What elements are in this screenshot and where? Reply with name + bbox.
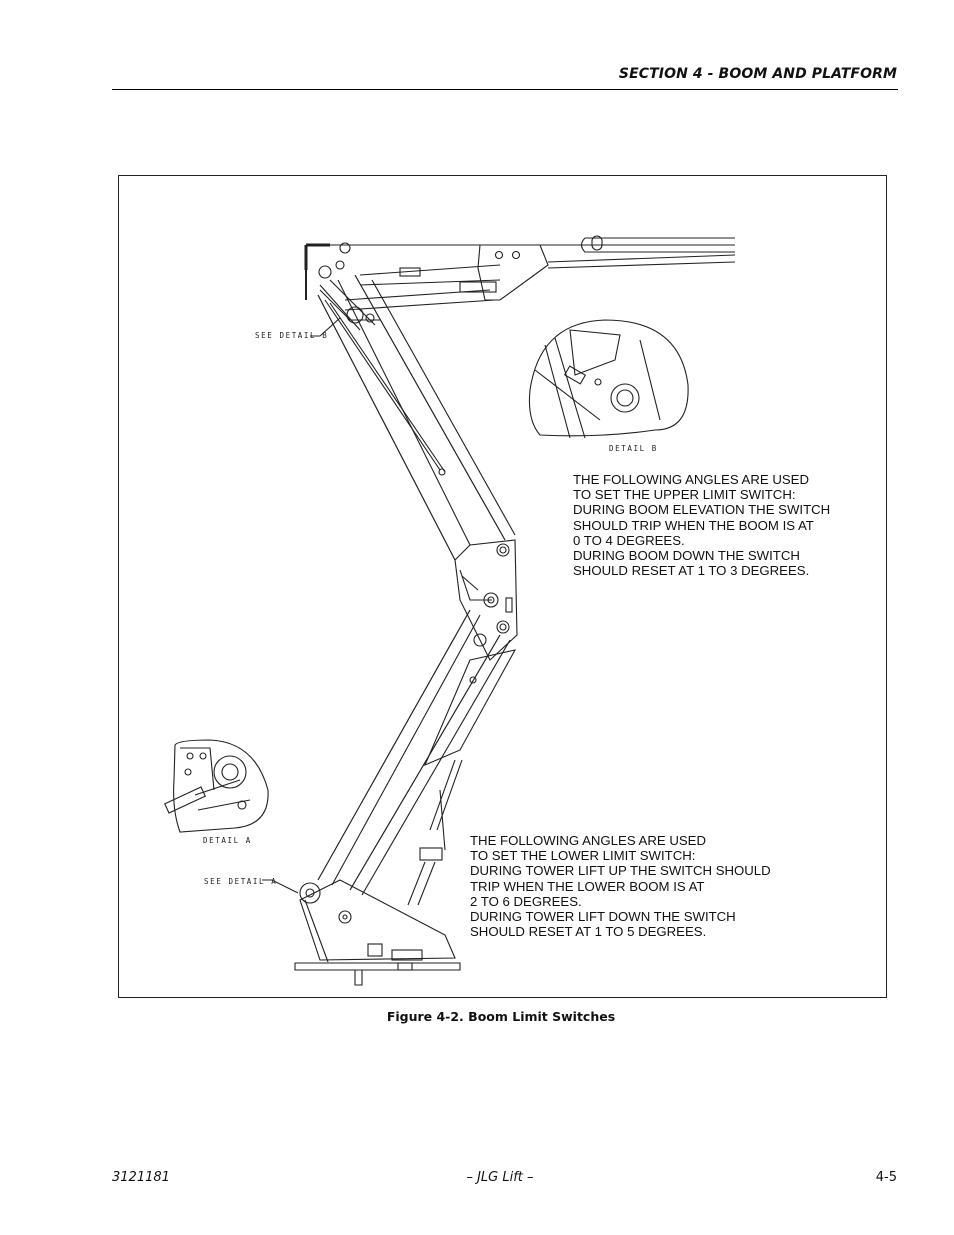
note-line: SHOULD RESET AT 1 TO 5 DEGREES. — [470, 924, 707, 940]
note-line: TO SET THE UPPER LIMIT SWITCH: — [573, 487, 796, 503]
figure-frame — [118, 175, 887, 998]
see-detail-a-label: SEE DETAIL A — [204, 877, 278, 886]
section-title: SECTION 4 - BOOM AND PLATFORM — [618, 66, 897, 82]
note-line: DURING TOWER LIFT DOWN THE SWITCH — [470, 909, 736, 925]
note-line: SHOULD RESET AT 1 TO 3 DEGREES. — [573, 563, 810, 579]
note-line: 2 TO 6 DEGREES. — [470, 893, 582, 909]
lower-limit-switch-note: THE FOLLOWING ANGLES ARE USED TO SET THE… — [470, 833, 771, 939]
detail-b-label: DETAIL B — [609, 444, 658, 453]
document-number: 3121181 — [112, 1170, 170, 1185]
figure-caption: Figure 4-2. Boom Limit Switches — [386, 1009, 616, 1024]
note-line: SHOULD TRIP WHEN THE BOOM IS AT — [573, 517, 814, 533]
note-line: DURING TOWER LIFT UP THE SWITCH SHOULD — [470, 863, 771, 879]
note-line: DURING BOOM ELEVATION THE SWITCH — [573, 502, 831, 518]
page-number: 4-5 — [875, 1170, 897, 1185]
note-line: THE FOLLOWING ANGLES ARE USED — [470, 833, 706, 848]
note-line: TO SET THE LOWER LIMIT SWITCH: — [470, 848, 696, 864]
see-detail-b-label: SEE DETAIL B — [255, 331, 329, 340]
note-line: THE FOLLOWING ANGLES ARE USED — [573, 472, 809, 487]
header-divider — [112, 89, 898, 90]
footer-brand: – JLG Lift – — [466, 1170, 534, 1185]
upper-limit-switch-note: THE FOLLOWING ANGLES ARE USED TO SET THE… — [573, 472, 830, 578]
detail-a-label: DETAIL A — [203, 836, 252, 845]
note-line: TRIP WHEN THE LOWER BOOM IS AT — [470, 878, 705, 894]
note-line: 0 TO 4 DEGREES. — [573, 532, 685, 548]
note-line: DURING BOOM DOWN THE SWITCH — [573, 548, 800, 564]
